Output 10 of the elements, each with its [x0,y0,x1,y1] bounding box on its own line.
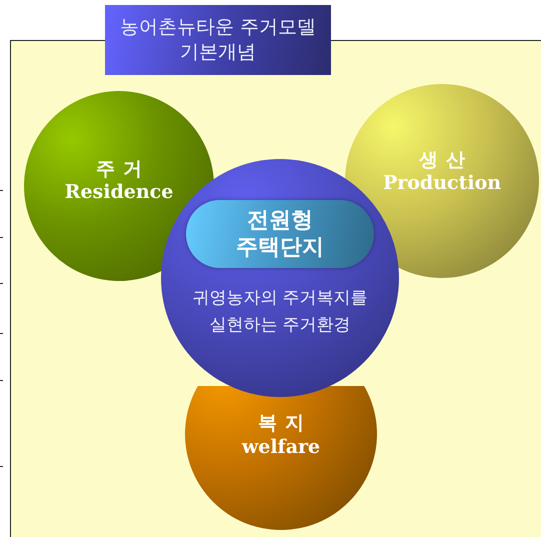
node-heading: 복지 [258,412,312,436]
node-subtitle: Production [382,172,502,196]
node-text: 전원형 주택단지 [235,206,325,262]
node-heading: 주거 [96,158,150,182]
title-text: 농어촌뉴타운 주거모델 기본개념 [118,15,318,65]
node-text: 귀영농자의 주거복지를 실현하는 주거환경 [191,287,369,338]
node-subtitle: welfare [242,436,320,459]
node-subtitle: Residence [64,181,174,204]
node-heading: 생산 [419,148,472,172]
pill-shape [186,200,374,268]
